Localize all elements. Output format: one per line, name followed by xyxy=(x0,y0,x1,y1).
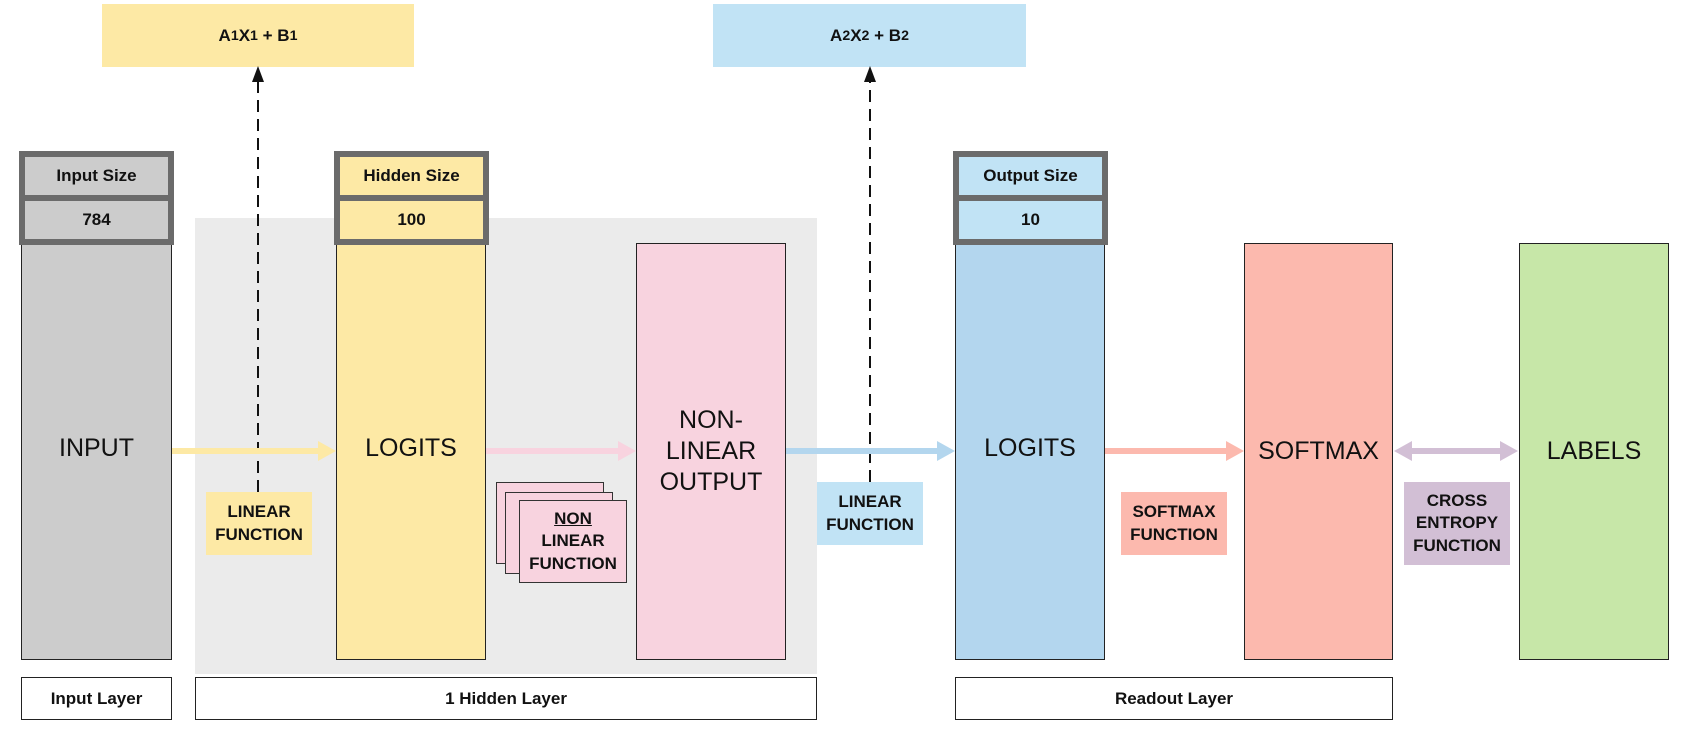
input-bar-label: INPUT xyxy=(59,434,134,463)
input-bar: INPUT xyxy=(21,238,172,660)
hidden-layer-label: 1 Hidden Layer xyxy=(195,677,817,720)
softmax-bar: SOFTMAX xyxy=(1244,243,1393,660)
linear-function-1-label: LINEAR FUNCTION xyxy=(206,492,312,555)
input-size-label: Input Size xyxy=(25,157,168,195)
output-logits-bar: LOGITS xyxy=(955,238,1105,660)
output-size-label: Output Size xyxy=(959,157,1102,195)
output-size-value: 10 xyxy=(959,201,1102,239)
dashed-arrowhead-linear-2 xyxy=(864,66,876,82)
hidden-size-label: Hidden Size xyxy=(340,157,483,195)
linear-function-2-label: LINEAR FUNCTION xyxy=(817,482,923,545)
softmax-function-label: SOFTMAX FUNCTION xyxy=(1121,492,1227,555)
nonlinear-function-label: NON LINEAR FUNCTION xyxy=(519,500,627,583)
output-size-header: Output Size 10 xyxy=(953,151,1108,245)
hidden-logits-label: LOGITS xyxy=(365,434,457,463)
dashed-arrowhead-linear-1 xyxy=(252,66,264,82)
softmax-label: SOFTMAX xyxy=(1258,436,1379,465)
input-size-value: 784 xyxy=(25,201,168,239)
nonlinear-output-bar: NON- LINEAR OUTPUT xyxy=(636,243,786,660)
readout-layer-label: Readout Layer xyxy=(955,677,1393,720)
cross-entropy-function-label: CROSS ENTROPY FUNCTION xyxy=(1404,482,1510,565)
input-layer-label: Input Layer xyxy=(21,677,172,720)
labels-label: LABELS xyxy=(1546,436,1642,465)
input-size-header: Input Size 784 xyxy=(19,151,174,245)
hidden-size-header: Hidden Size 100 xyxy=(334,151,489,245)
output-logits-label: LOGITS xyxy=(984,434,1076,463)
hidden-size-value: 100 xyxy=(340,201,483,239)
nonlinear-output-label: NON- LINEAR OUTPUT xyxy=(659,405,763,497)
labels-bar: LABELS xyxy=(1519,243,1669,660)
hidden-logits-bar: LOGITS xyxy=(336,238,486,660)
